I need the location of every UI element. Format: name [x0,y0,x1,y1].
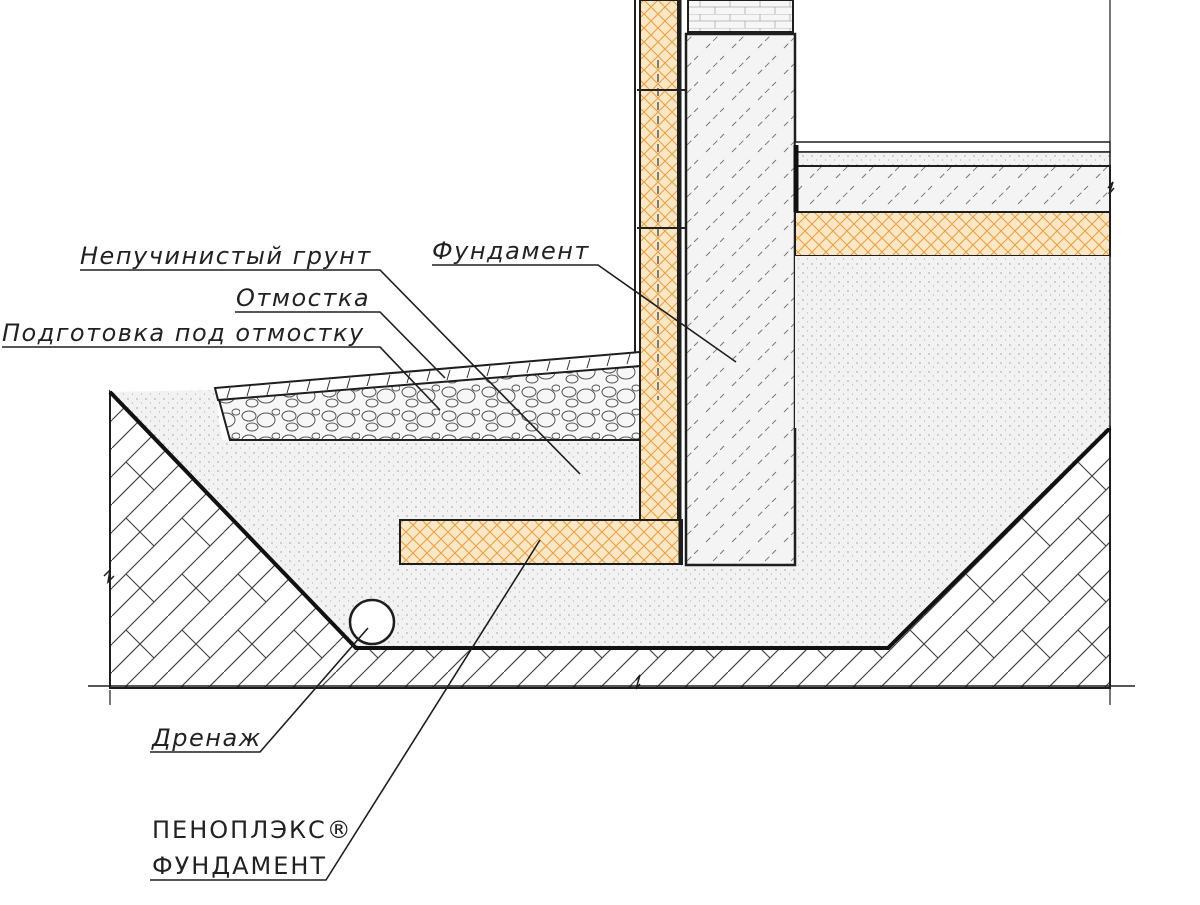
leader-lines [2,264,737,881]
floor-insulation [794,211,1111,257]
drain-pipe [348,598,396,646]
floor-slab [794,165,1111,213]
label-product-line2: ФУНДАМЕНТ [152,852,327,880]
horizontal-insulation [399,519,683,565]
vertical-insulation [639,0,679,523]
label-product-line1: ПЕНОПЛЭКС® [152,816,353,844]
label-soil: Непучинистый грунт [80,242,372,270]
floor-finish [794,141,1111,153]
excavation-line [108,390,1112,650]
floor-screed [794,151,1111,167]
interior-soil [795,256,1110,428]
brick-wall [687,0,794,33]
label-blind-area: Отмостка [236,284,370,312]
concrete-foundation [684,32,797,567]
label-drainage: Дренаж [151,724,262,752]
label-blind-area-base: Подготовка под отмостку [2,319,365,347]
label-foundation: Фундамент [432,237,590,265]
